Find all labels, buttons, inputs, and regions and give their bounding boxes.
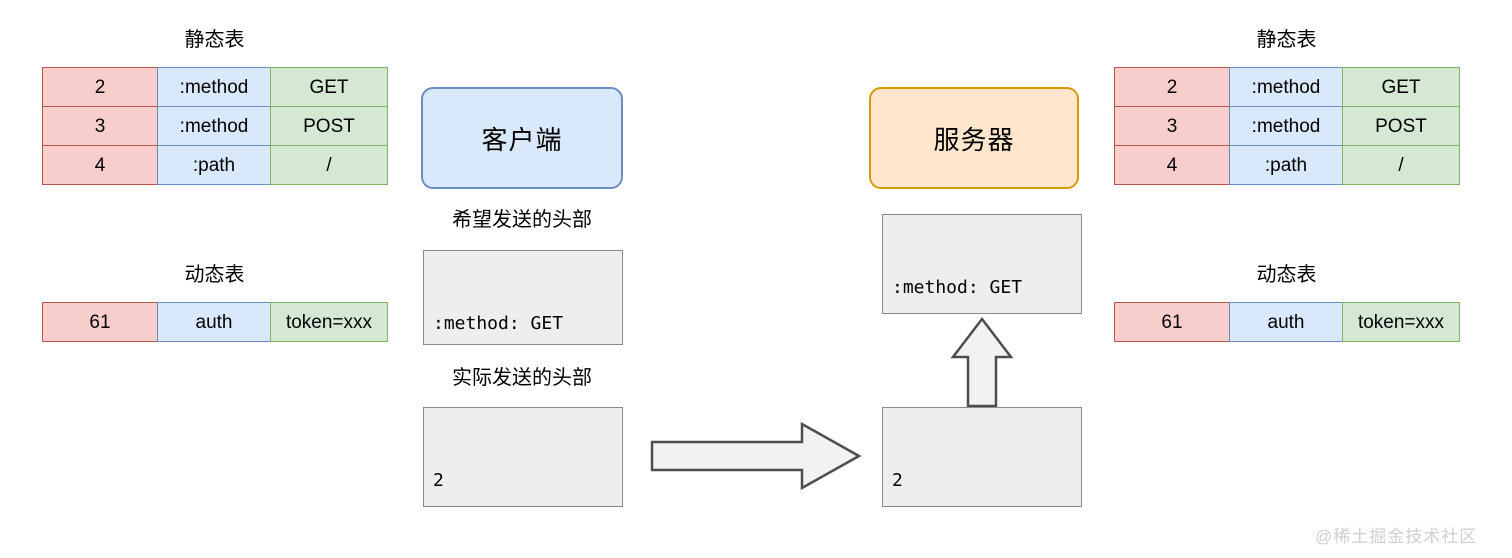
cell-index: 2	[42, 67, 158, 107]
actual-header-caption: 实际发送的头部	[452, 367, 592, 389]
watermark: @稀土掘金技术社区	[1315, 527, 1478, 546]
cell-name: :method	[1229, 67, 1343, 107]
left-dynamic-table: 61 auth token=xxx	[42, 302, 388, 342]
cell-value: token=xxx	[1342, 302, 1460, 342]
cell-index: 3	[42, 106, 158, 146]
intended-header-box: :method: GET :path:/ auth:token=xxx	[423, 250, 623, 345]
table-row: 61 auth token=xxx	[42, 302, 388, 342]
cell-name: :method	[1229, 106, 1343, 146]
cell-value: /	[270, 145, 388, 185]
table-row: 61 auth token=xxx	[1114, 302, 1460, 342]
actual-header-line: 2	[433, 470, 444, 491]
server-decoded-header-box: :method: GET :path:/ auth:token=xxx	[882, 214, 1082, 314]
cell-value: /	[1342, 145, 1460, 185]
decoded-header-line: :method: GET	[892, 277, 1023, 298]
cell-index: 4	[1114, 145, 1230, 185]
server-received-header-box: 2 4 61	[882, 407, 1082, 507]
cell-value: POST	[1342, 106, 1460, 146]
cell-name: :method	[157, 106, 271, 146]
cell-index: 4	[42, 145, 158, 185]
table-row: 2 :method GET	[42, 67, 388, 107]
cell-index: 61	[1114, 302, 1230, 342]
client-node: 客户端	[421, 87, 623, 189]
left-static-table: 2 :method GET 3 :method POST 4 :path /	[42, 67, 388, 185]
cell-name: :path	[157, 145, 271, 185]
right-dynamic-table-caption: 动态表	[1256, 264, 1317, 286]
right-dynamic-table: 61 auth token=xxx	[1114, 302, 1460, 342]
table-row: 3 :method POST	[42, 106, 388, 146]
left-dynamic-table-caption: 动态表	[184, 264, 245, 286]
right-static-table: 2 :method GET 3 :method POST 4 :path /	[1114, 67, 1460, 185]
decode-arrow-up-icon	[950, 316, 1014, 408]
intended-header-line: :method: GET	[433, 313, 564, 334]
cell-index: 61	[42, 302, 158, 342]
cell-name: :method	[157, 67, 271, 107]
cell-value: GET	[270, 67, 388, 107]
cell-name: :path	[1229, 145, 1343, 185]
table-row: 3 :method POST	[1114, 106, 1460, 146]
table-row: 4 :path /	[1114, 145, 1460, 185]
cell-name: auth	[157, 302, 271, 342]
cell-value: POST	[270, 106, 388, 146]
transfer-arrow-right-icon	[650, 420, 862, 492]
cell-index: 3	[1114, 106, 1230, 146]
cell-name: auth	[1229, 302, 1343, 342]
received-header-line: 2	[892, 470, 903, 491]
actual-header-box: 2 4 61	[423, 407, 623, 507]
cell-value: GET	[1342, 67, 1460, 107]
intended-header-caption: 希望发送的头部	[452, 209, 592, 231]
server-node: 服务器	[869, 87, 1079, 189]
right-static-table-caption: 静态表	[1256, 29, 1317, 51]
table-row: 2 :method GET	[1114, 67, 1460, 107]
left-static-table-caption: 静态表	[184, 29, 245, 51]
cell-value: token=xxx	[270, 302, 388, 342]
table-row: 4 :path /	[42, 145, 388, 185]
cell-index: 2	[1114, 67, 1230, 107]
